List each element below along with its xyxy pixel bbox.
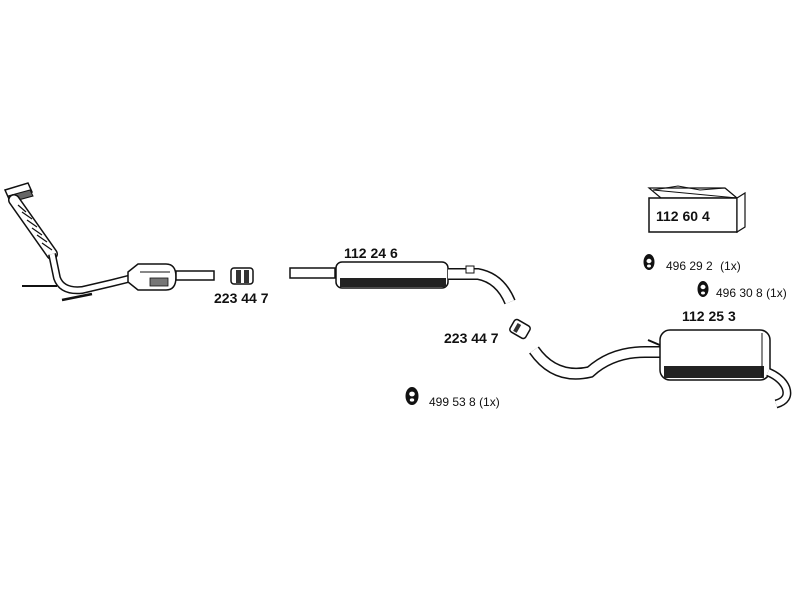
mounting-kit-label: 112 60 4 [656,208,710,224]
rubber-mount-b-qty: (1x) [766,286,787,300]
middle-clamp[interactable] [509,318,532,340]
rubber-mount-b-label: 496 30 8 (1x) [716,287,787,299]
rubber-mount-a-qty: (1x) [720,259,741,273]
rear-silencer[interactable] [529,329,792,409]
rubber-mount-c-qty: (1x) [479,395,500,409]
middle-silencer[interactable] [289,261,516,305]
rubber-mount-a-icon[interactable] [643,254,655,270]
front-clamp-label: 223 44 7 [214,290,269,306]
rubber-mount-b-number: 496 30 8 [716,286,763,300]
rubber-mount-c-label: 499 53 8 (1x) [429,396,500,408]
rubber-mount-b-icon[interactable] [697,281,709,297]
front-clamp[interactable] [230,267,254,285]
rubber-mount-c-icon[interactable] [405,387,419,405]
middle-clamp-label: 223 44 7 [444,330,499,346]
rear-silencer-label: 112 25 3 [682,308,736,324]
mounting-kit-box[interactable] [647,185,746,234]
rubber-mount-a-label: 496 29 2 (1x) [666,260,741,272]
rubber-mount-c-number: 499 53 8 [429,395,476,409]
front-pipe-catalytic-converter[interactable] [3,182,215,302]
middle-silencer-label: 112 24 6 [344,245,398,261]
rubber-mount-a-number: 496 29 2 [666,259,713,273]
